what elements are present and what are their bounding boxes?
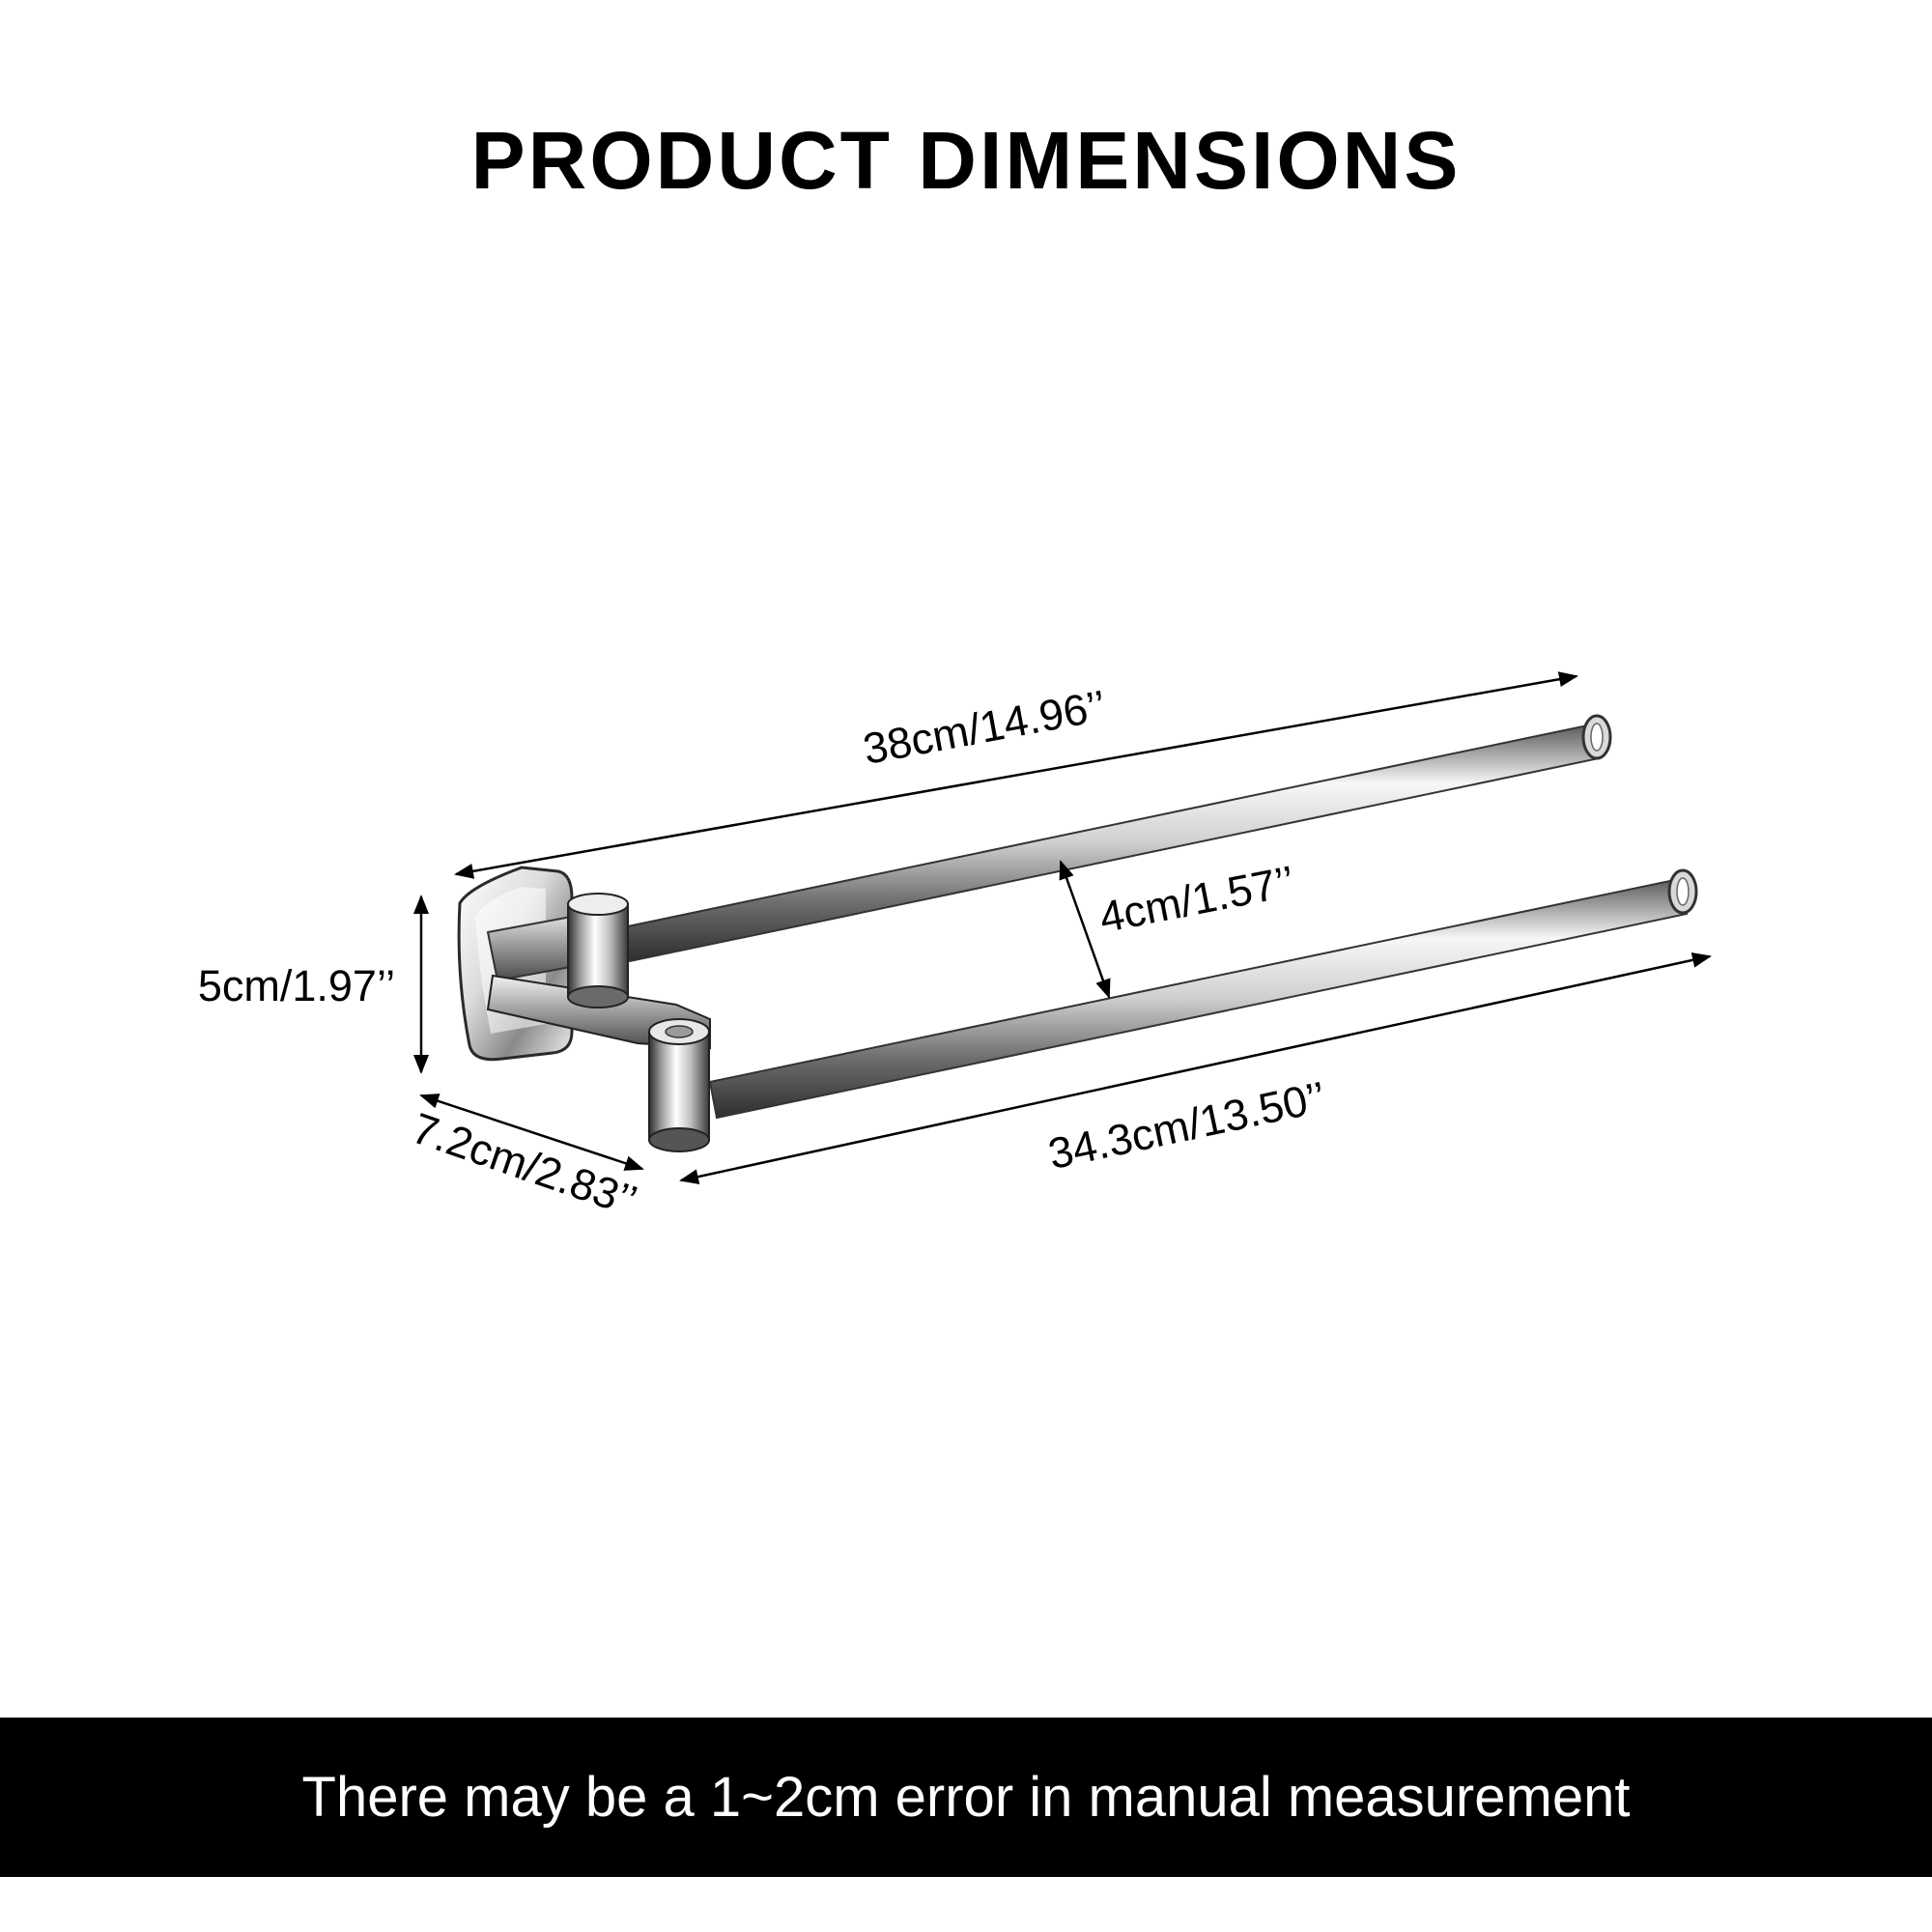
total-length-line [454,671,1578,879]
bar-spacing-label: 4cm/1.57’’ [1095,856,1298,942]
towel-rack-icon [457,714,1698,1152]
upper-knuckle [567,893,629,1009]
arm-depth-label: 7.2cm/2.83’’ [406,1103,642,1226]
lower-knuckle [648,1018,710,1152]
bar-length-line [679,952,1712,1184]
base-height-label: 5cm/1.97’’ [198,961,395,1010]
total-length-label: 38cm/14.96’’ [859,681,1109,774]
page-title: PRODUCT DIMENSIONS [470,115,1462,206]
dimension-lines [413,671,1712,1184]
bar-length-label: 34.3cm/13.50’’ [1044,1072,1330,1179]
footer-bar: There may be a 1~2cm error in manual mea… [0,1718,1932,1877]
measurement-error-note: There may be a 1~2cm error in manual mea… [301,1766,1631,1829]
arm-depth-line [419,1094,644,1171]
